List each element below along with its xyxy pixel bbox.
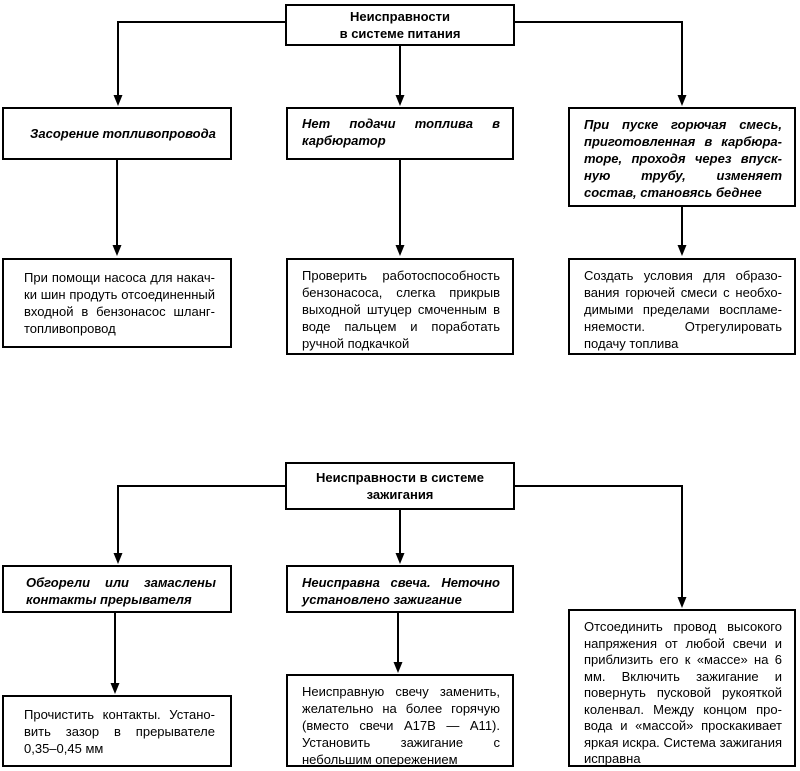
arrow-down-icon xyxy=(113,95,123,106)
d1-solution-check-fuel-pump: Проверить работоспособность бензонасоса,… xyxy=(286,258,514,355)
d2-branch-burnt-contacts: Обгорели или замаслены контакты прерыват… xyxy=(2,565,232,613)
d2-title-line1: Неисправности в системе xyxy=(315,470,484,485)
arrow-down-icon xyxy=(395,245,405,256)
arrow-down-icon xyxy=(393,662,403,673)
d2-title-box: Неисправности в системе зажигания xyxy=(285,462,515,510)
d1-branch-clogged-fuel-line: Засорение топливопровода xyxy=(2,107,232,160)
arrow-down-icon xyxy=(677,597,687,608)
d2-solution-replace-spark-plug: Неисправную свечу заменить, желательно н… xyxy=(286,674,514,767)
arrow-down-icon xyxy=(677,95,687,106)
d1-solution-adjust-fuel-supply: Создать условия для образо­вания горючей… xyxy=(568,258,796,355)
arrowheads xyxy=(110,95,687,694)
d2-spark-test-box: Отсоединить провод высокого напряжения о… xyxy=(568,609,796,767)
d1-branch-mixture-leaner: При пуске горючая смесь, приготовленная … xyxy=(568,107,796,207)
arrow-down-icon xyxy=(395,553,405,564)
arrow-down-icon xyxy=(677,245,687,256)
arrow-down-icon xyxy=(112,245,122,256)
d1-title-box: Неисправности в системе питания xyxy=(285,4,515,46)
arrow-down-icon xyxy=(113,553,123,564)
d1-title-line1: Неисправности xyxy=(349,9,451,24)
d1-solution-blow-fuel-line: При помощи насоса для накач­ки шин проду… xyxy=(2,258,232,348)
d1-connector-right xyxy=(515,21,683,97)
arrow-down-icon xyxy=(395,95,405,106)
d2-title-line2: зажигания xyxy=(366,487,434,502)
d2-solution-clean-contacts: Прочистить контакты. Устано­вить зазор в… xyxy=(2,695,232,767)
d2-connector-left xyxy=(117,485,285,555)
d2-connector-right xyxy=(515,485,683,599)
d1-title-line2: в системе питания xyxy=(339,26,461,41)
d1-connector-left xyxy=(117,21,285,97)
d1-branch-no-fuel-supply: Нет подачи топлива в карбю­ратор xyxy=(286,107,514,160)
arrow-down-icon xyxy=(110,683,120,694)
d2-branch-faulty-spark-plug: Неисправна свеча. Неточно установлено за… xyxy=(286,565,514,613)
